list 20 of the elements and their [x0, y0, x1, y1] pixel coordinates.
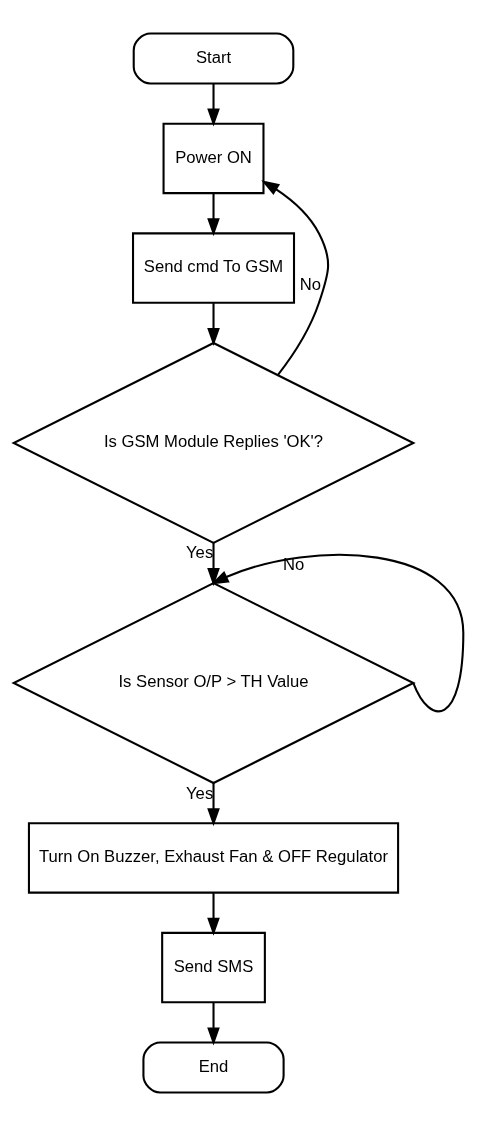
node-box: End	[142, 1041, 285, 1094]
node-box: Start	[132, 32, 295, 85]
node-box: Turn On Buzzer, Exhaust Fan & OFF Regulator	[27, 822, 400, 894]
arrow	[207, 193, 220, 237]
arrow	[207, 83, 220, 127]
arrow	[207, 542, 220, 587]
node-box: Send SMS	[161, 931, 266, 1004]
node-diamond: Is GSM Module Replies 'OK'?	[11, 341, 416, 545]
arrow	[207, 1002, 220, 1046]
node-box: Power ON	[162, 122, 265, 195]
edge-label: Yes	[186, 783, 214, 803]
arrow	[207, 303, 220, 347]
node-box: Send cmd To GSM	[132, 232, 296, 304]
node-diamond: Is Sensor O/P > TH Value	[11, 581, 416, 785]
edge-label: No	[299, 275, 322, 295]
arrow	[261, 180, 330, 376]
arrow	[207, 893, 220, 936]
arrow	[207, 783, 220, 827]
arrow	[210, 554, 465, 712]
edge-label: Yes	[186, 543, 214, 563]
